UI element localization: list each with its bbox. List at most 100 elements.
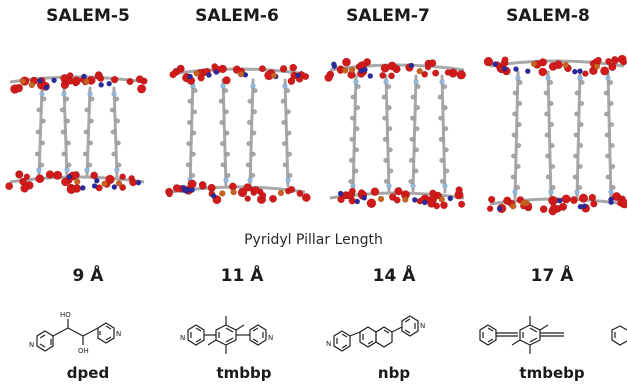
oxygen-atom [137, 84, 147, 94]
length-nbp: 14 Å [372, 266, 416, 286]
carbon-atom [388, 168, 394, 174]
carbon-atom [609, 122, 615, 127]
carbon-atom [247, 98, 253, 104]
carbon-atom [410, 115, 415, 121]
metal-atom [230, 188, 237, 196]
pyridyl-nitrogen-atom [410, 183, 416, 189]
carbon-atom [355, 105, 361, 111]
oxygen-atom [429, 189, 437, 198]
nitrogen-atom [367, 73, 374, 79]
atom-n-right: N [268, 334, 273, 342]
carbon-atom [572, 174, 578, 180]
ligand-nbp: nbp [377, 364, 411, 382]
nitrogen-atom [51, 77, 57, 84]
atom-ho: HO [60, 311, 71, 319]
oxygen-atom [486, 205, 494, 212]
carbon-atom [512, 111, 517, 117]
oxygen-atom [296, 190, 304, 197]
carbon-atom [110, 129, 116, 135]
oxygen-atom [432, 69, 440, 77]
carbon-atom [610, 185, 616, 190]
carbon-atom [252, 109, 258, 115]
nitrogen-atom [331, 61, 337, 68]
oxygen-atom [440, 201, 448, 210]
oxygen-atom [126, 77, 134, 86]
pyridyl-nitrogen-atom [353, 79, 359, 85]
tmbbp-structure: N N [180, 316, 273, 354]
oxygen-atom [19, 177, 27, 186]
pyridyl-nitrogen-atom [84, 167, 90, 173]
oxygen-atom [177, 65, 185, 73]
carbon-atom [604, 132, 610, 138]
oxygen-atom [66, 77, 74, 85]
pillar-bond [440, 74, 447, 194]
oxygen-atom [172, 184, 181, 193]
metal-atom [19, 77, 26, 85]
oxygen-atom [237, 187, 248, 198]
carbon-atom [414, 126, 420, 132]
carbon-atom [348, 157, 354, 163]
carbon-atom [287, 173, 293, 178]
oxygen-atom [456, 70, 466, 80]
metal-atom [270, 72, 278, 79]
carbon-atom [84, 107, 90, 113]
pyridyl-nitrogen-atom [247, 177, 253, 183]
oxygen-atom [594, 56, 602, 64]
carbon-atom [190, 173, 196, 178]
carbon-atom [83, 129, 89, 135]
carbon-atom [605, 153, 610, 159]
carbon-atom [408, 179, 414, 184]
metal-atom [237, 70, 245, 78]
oxygen-atom [66, 184, 76, 195]
carbon-atom [186, 141, 192, 147]
pyridyl-nitrogen-atom [223, 177, 229, 183]
pyridyl-nitrogen-atom [61, 91, 67, 97]
metal-atom [509, 203, 517, 210]
carbon-atom [35, 129, 41, 135]
pillar-bond [248, 78, 255, 188]
oxygen-atom [45, 170, 55, 179]
pyridyl-nitrogen-atom [282, 83, 288, 89]
carbon-atom [285, 88, 291, 93]
oxygen-atom [166, 190, 173, 198]
carbon-atom [250, 173, 256, 178]
carbon-atom [355, 84, 361, 89]
carbon-atom [517, 101, 523, 106]
carbon-atom [550, 164, 556, 169]
carbon-atom [60, 129, 66, 135]
salem-8-structure [483, 54, 627, 216]
carbon-atom [516, 122, 522, 127]
carbon-atom [251, 151, 256, 157]
oxygen-atom [501, 56, 509, 64]
carbon-atom [543, 90, 549, 96]
oxygen-atom [342, 57, 351, 67]
pyridyl-nitrogen-atom [87, 91, 93, 97]
carbon-atom [605, 174, 611, 180]
nitrogen-atom [577, 68, 583, 74]
carbon-atom [286, 109, 291, 115]
oxygen-atom [458, 200, 466, 208]
carbon-atom [66, 162, 72, 168]
oxygen-atom [199, 182, 207, 190]
metal-atom [115, 180, 123, 187]
carbon-atom [413, 168, 419, 174]
pyridyl-nitrogen-atom [413, 79, 419, 85]
oxygen-atom [379, 72, 387, 79]
pillar-bond [37, 86, 44, 178]
nitrogen-atom [362, 66, 368, 73]
metal-atom [562, 61, 569, 69]
pyridyl-nitrogen-atom [350, 183, 356, 189]
carbon-atom [604, 111, 609, 117]
salem-5-structure [5, 71, 148, 195]
oxygen-atom [600, 66, 610, 76]
pyridyl-nitrogen-atom [605, 75, 611, 81]
title-salem-7: SALEM-7 [346, 6, 430, 26]
carbon-atom [349, 136, 355, 142]
carbon-atom [545, 153, 550, 159]
title-salem-6: SALEM-6 [195, 6, 279, 26]
nitrogen-atom [337, 190, 344, 197]
oxygen-atom [71, 171, 80, 179]
pillar-bond [188, 78, 195, 188]
oxygen-atom [35, 174, 45, 184]
oxygen-atom [380, 63, 390, 73]
